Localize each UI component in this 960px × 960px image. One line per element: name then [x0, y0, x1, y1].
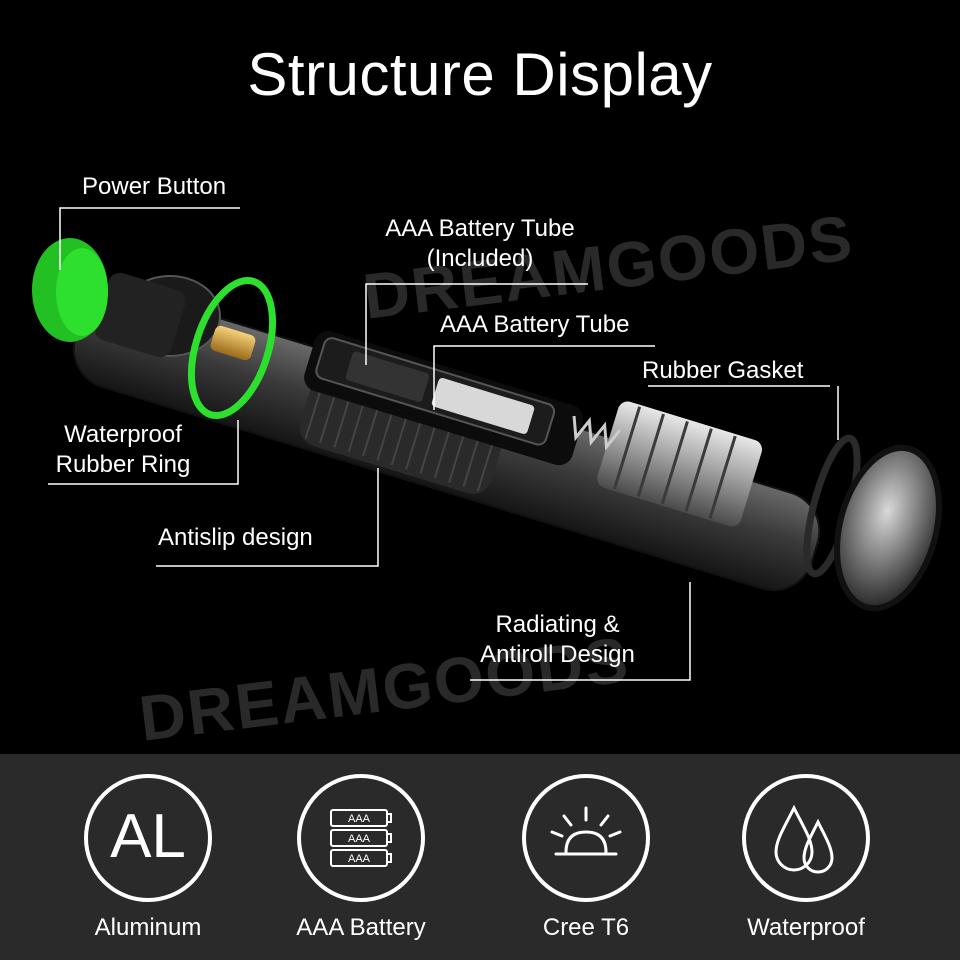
antislip-label: Antislip design [158, 524, 313, 551]
label-line: Antiroll Design [480, 641, 635, 668]
battery-tube-label: AAA Battery Tube [440, 311, 630, 338]
rubber-gasket-label: Rubber Gasket [642, 357, 804, 384]
feature-label: Aluminum [94, 914, 202, 941]
feature-label: Cree T6 [542, 914, 630, 941]
callout-lines [48, 207, 839, 681]
power-button-label: Power Button [82, 173, 227, 200]
aaa-battery-icon: AAA AAA AAA [297, 774, 425, 902]
waterproof-ring-graphic [188, 277, 276, 419]
feature-cree-t6: Cree T6 [498, 774, 678, 954]
features-bar: AL Aluminum AAA AAA AAA AAA Battery [0, 754, 960, 960]
feature-aaa-battery: AAA AAA AAA AAA Battery [273, 774, 453, 954]
battery-text: AAA [348, 813, 371, 825]
battery-tube-included-label: AAA Battery Tube (Included) [370, 214, 590, 274]
page-title: Structure Display [247, 41, 713, 108]
label-line: (Included) [426, 245, 534, 272]
battery-text: AAA [348, 833, 371, 845]
power-button-graphic [32, 238, 108, 342]
label-line: Rubber Ring [55, 451, 191, 478]
feature-label: AAA Battery [296, 914, 426, 941]
label-line: Radiating & [495, 611, 620, 638]
label-line: Waterproof [64, 421, 182, 448]
waterproof-ring-label: Waterproof Rubber Ring [48, 420, 198, 480]
led-light-icon [522, 774, 650, 902]
lens-graphic [834, 444, 942, 612]
al-text-icon: AL [84, 774, 212, 902]
flashlight-body [72, 288, 821, 592]
water-drops-icon [742, 774, 870, 902]
radiating-label: Radiating & Antiroll Design [470, 610, 645, 670]
flashlight-illustration [32, 207, 942, 681]
feature-aluminum: AL Aluminum [60, 774, 240, 954]
feature-label: Waterproof [747, 914, 865, 941]
label-line: AAA Battery Tube [385, 215, 575, 242]
battery-text: AAA [348, 853, 371, 865]
feature-waterproof: Waterproof [718, 774, 898, 954]
al-icon-text: AL [110, 802, 186, 871]
